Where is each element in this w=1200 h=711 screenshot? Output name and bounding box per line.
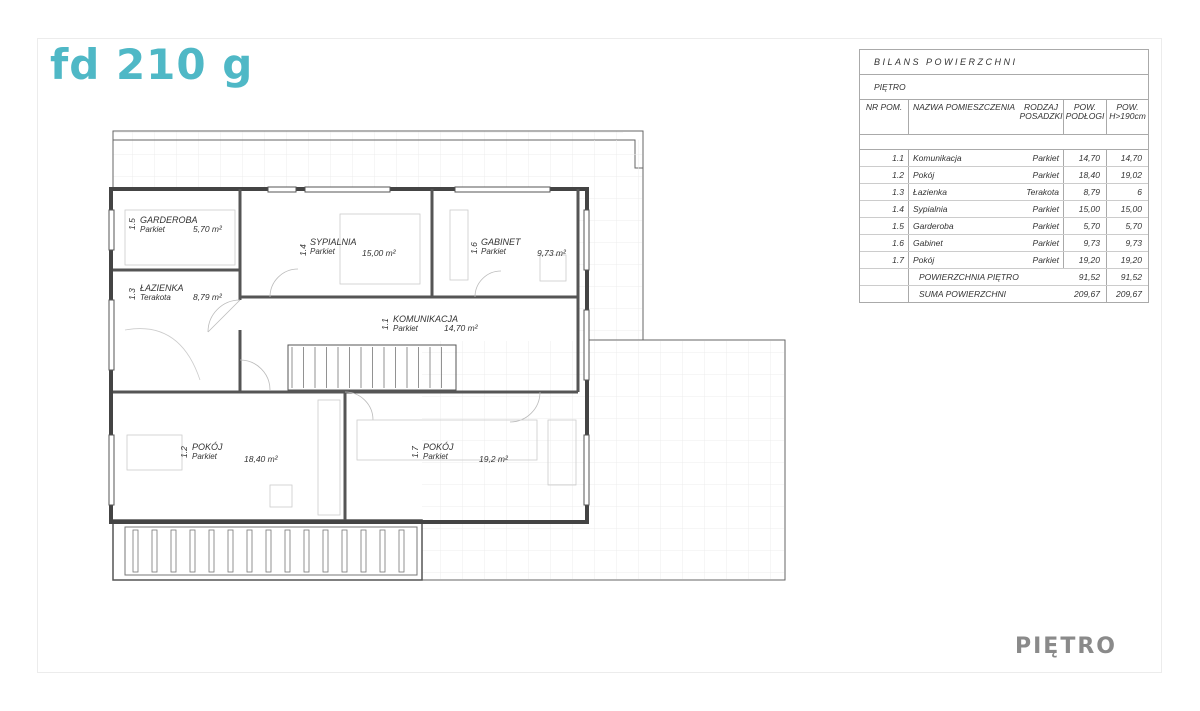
- svg-text:8,79 m²: 8,79 m²: [193, 292, 223, 302]
- drawing-sheet: [37, 38, 1162, 673]
- railing-baluster: [208, 529, 215, 573]
- svg-text:POKÓJ: POKÓJ: [192, 442, 223, 452]
- col-floor-type: RODZAJ POSADZKI: [1019, 100, 1064, 134]
- table-spacer: [860, 135, 1148, 150]
- svg-text:1.2: 1.2: [179, 446, 189, 458]
- railing-baluster: [379, 529, 386, 573]
- terrace: [112, 130, 786, 581]
- windows: [108, 186, 590, 506]
- svg-text:GABINET: GABINET: [481, 237, 522, 247]
- railing-baluster: [227, 529, 234, 573]
- table-row: 1.1 Komunikacja Parkiet 14,70 14,70: [860, 150, 1148, 167]
- table-row: 1.7 Pokój Parkiet 19,20 19,20: [860, 252, 1148, 269]
- area-balance-table: BILANS POWIERZCHNI PIĘTRO NR POM. NAZWA …: [859, 49, 1149, 303]
- svg-text:KOMUNIKACJA: KOMUNIKACJA: [393, 314, 458, 324]
- table-row: 1.5 Garderoba Parkiet 5,70 5,70: [860, 218, 1148, 235]
- interior-walls: [113, 189, 580, 520]
- project-code: fd 210 g: [50, 40, 254, 89]
- svg-text:GARDEROBA: GARDEROBA: [140, 215, 198, 225]
- svg-text:1.3: 1.3: [127, 288, 137, 300]
- railing-baluster: [303, 529, 310, 573]
- svg-text:14,70 m²: 14,70 m²: [444, 323, 479, 333]
- staircase: [287, 344, 457, 391]
- furniture: [124, 209, 577, 516]
- room-gabinet: 1.6 GABINET Parkiet 9,73 m²: [469, 237, 567, 258]
- col-name: NAZWA POMIESZCZENIA: [912, 102, 1015, 112]
- svg-text:Parkiet: Parkiet: [192, 452, 218, 461]
- table-row: 1.2 Pokój Parkiet 18,40 19,02: [860, 167, 1148, 184]
- svg-text:1.7: 1.7: [410, 446, 420, 458]
- svg-text:Parkiet: Parkiet: [393, 324, 419, 333]
- table-row-grand-total: SUMA POWIERZCHNI 209,67 209,67: [860, 286, 1148, 302]
- room-lazienka: 1.3 ŁAZIENKA Terakota 8,79 m²: [127, 283, 223, 302]
- table-subtitle: PIĘTRO: [860, 75, 1148, 100]
- svg-text:5,70 m²: 5,70 m²: [193, 224, 223, 234]
- svg-text:Parkiet: Parkiet: [310, 247, 336, 256]
- svg-text:15,00 m²: 15,00 m²: [362, 248, 397, 258]
- railing-baluster: [322, 529, 329, 573]
- railing-baluster: [132, 529, 139, 573]
- svg-text:POKÓJ: POKÓJ: [423, 442, 454, 452]
- railing-baluster: [360, 529, 367, 573]
- svg-text:1.6: 1.6: [469, 242, 479, 254]
- railing-baluster: [398, 529, 405, 573]
- railing-baluster: [341, 529, 348, 573]
- table-row: 1.4 Sypialnia Parkiet 15,00 15,00: [860, 201, 1148, 218]
- svg-text:SYPIALNIA: SYPIALNIA: [310, 237, 357, 247]
- svg-text:1.5: 1.5: [127, 218, 137, 230]
- table-row-floor-total: POWIERZCHNIA PIĘTRO 91,52 91,52: [860, 269, 1148, 286]
- room-pokoj-1-7: 1.7 POKÓJ Parkiet 19,2 m²: [410, 442, 509, 464]
- svg-text:ŁAZIENKA: ŁAZIENKA: [140, 283, 184, 293]
- floor-label: PIĘTRO: [1015, 634, 1117, 659]
- table-row: 1.6 Gabinet Parkiet 9,73 9,73: [860, 235, 1148, 252]
- col-nr: NR POM.: [860, 100, 909, 134]
- table-body: 1.1 Komunikacja Parkiet 14,70 14,70 1.2 …: [860, 150, 1148, 302]
- room-pokoj-1-2: 1.2 POKÓJ Parkiet 18,40 m²: [179, 442, 279, 464]
- doors: [207, 268, 541, 423]
- table-row: 1.3 Łazienka Terakota 8,79 6: [860, 184, 1148, 201]
- svg-text:18,40 m²: 18,40 m²: [244, 454, 279, 464]
- balcony: [112, 519, 423, 581]
- col-area-high: POW. H>190cm: [1109, 102, 1146, 121]
- svg-text:19,2 m²: 19,2 m²: [479, 454, 509, 464]
- table-header: NR POM. NAZWA POMIESZCZENIA RODZAJ POSAD…: [860, 100, 1148, 135]
- railing-baluster: [151, 529, 158, 573]
- svg-text:Parkiet: Parkiet: [423, 452, 449, 461]
- svg-text:1.4: 1.4: [298, 244, 308, 256]
- railing-baluster: [170, 529, 177, 573]
- room-garderoba: 1.5 GARDEROBA Parkiet 5,70 m²: [127, 215, 223, 234]
- room-sypialnia: 1.4 SYPIALNIA Parkiet 15,00 m²: [298, 237, 397, 258]
- svg-text:Parkiet: Parkiet: [481, 247, 507, 256]
- svg-text:9,73 m²: 9,73 m²: [537, 248, 567, 258]
- room-komunikacja: 1.1 KOMUNIKACJA Parkiet 14,70 m²: [380, 314, 479, 333]
- svg-text:1.1: 1.1: [380, 318, 390, 330]
- col-area: POW. PODŁOGI: [1064, 100, 1107, 134]
- railing-baluster: [246, 529, 253, 573]
- table-title: BILANS POWIERZCHNI: [860, 50, 1148, 75]
- railing-baluster: [284, 529, 291, 573]
- svg-text:Parkiet: Parkiet: [140, 225, 166, 234]
- svg-text:Terakota: Terakota: [140, 293, 171, 302]
- railing-baluster: [189, 529, 196, 573]
- railing-baluster: [265, 529, 272, 573]
